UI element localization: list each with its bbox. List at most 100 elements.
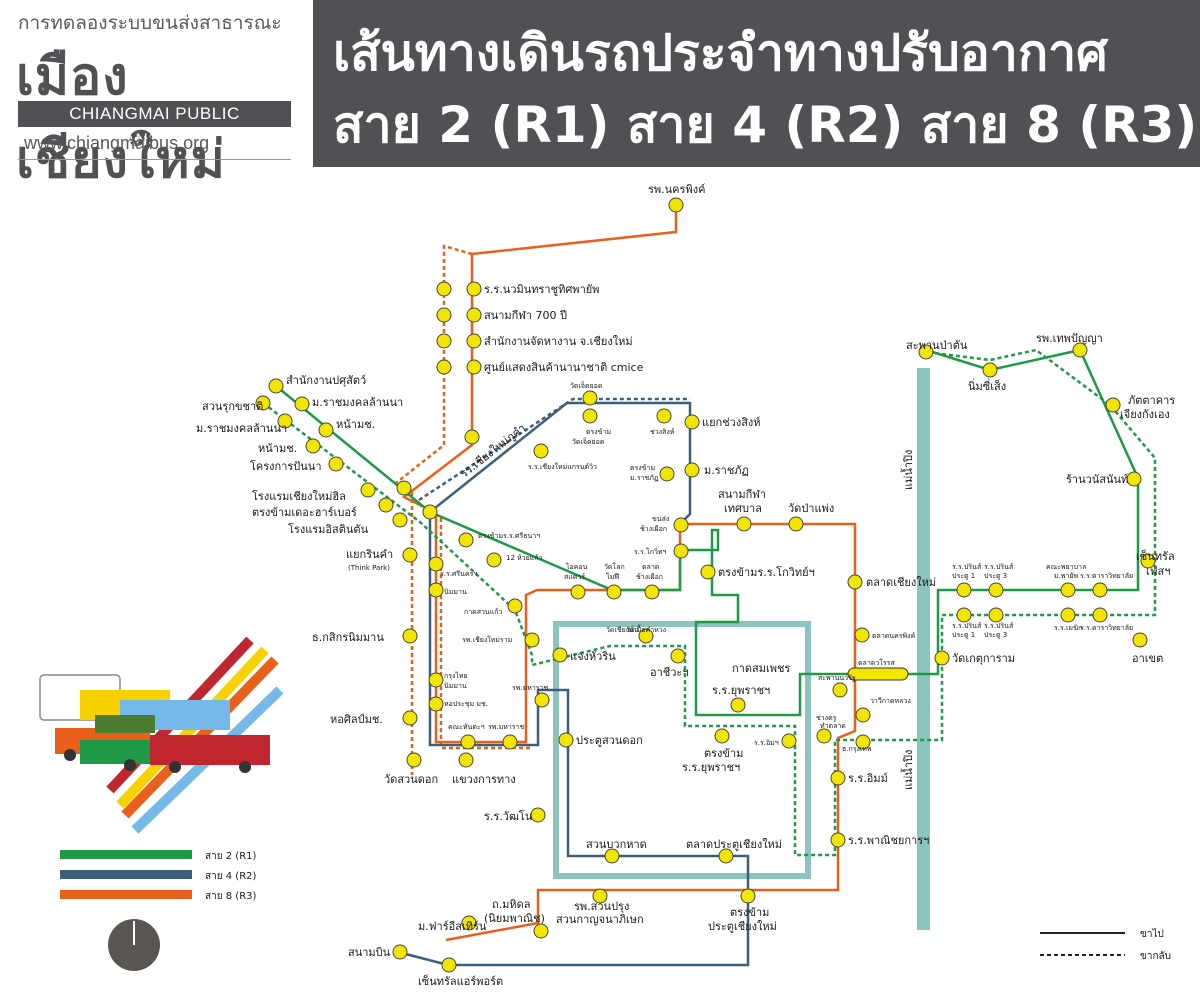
stop-wat-suan-dok[interactable] bbox=[406, 752, 422, 768]
stop-navaminda[interactable] bbox=[466, 281, 482, 297]
stop-commercial-school[interactable] bbox=[830, 832, 846, 848]
stop-harbour[interactable] bbox=[378, 497, 394, 513]
river-label-north: แม่น้ำปิง bbox=[900, 450, 915, 490]
stop-icon-square[interactable] bbox=[570, 584, 586, 600]
stop-kad-luang[interactable] bbox=[855, 707, 871, 723]
website-url[interactable]: www.chiangmaibus.org bbox=[24, 133, 210, 153]
stop-employment-office[interactable] bbox=[466, 333, 482, 349]
stop-theppanya[interactable] bbox=[1072, 342, 1088, 358]
stop-prince-1-return[interactable] bbox=[956, 607, 972, 623]
stop-mahidol-rd[interactable] bbox=[533, 923, 549, 939]
stop-wat-lok-molee[interactable] bbox=[606, 584, 622, 600]
stop-chiangmai-market[interactable] bbox=[847, 574, 863, 590]
stop-cm-gate-market[interactable] bbox=[718, 848, 734, 864]
stop-arcade[interactable] bbox=[1132, 632, 1148, 648]
stop-jaeng-hua-rin[interactable] bbox=[552, 647, 568, 663]
stop-central-airport[interactable] bbox=[441, 957, 457, 973]
stop-arboretum[interactable] bbox=[255, 395, 271, 411]
stop-employment-office-return[interactable] bbox=[436, 333, 452, 349]
stop-central-festival[interactable] bbox=[1140, 553, 1156, 569]
stop-livestock-office[interactable] bbox=[268, 378, 284, 394]
stop-airport[interactable] bbox=[392, 944, 408, 960]
stop-rmutl[interactable] bbox=[294, 396, 310, 412]
stop-suan-prung[interactable] bbox=[592, 888, 608, 904]
stop-bangkok-bank[interactable] bbox=[855, 734, 871, 750]
stop-chang-phueak-terminal[interactable] bbox=[673, 517, 689, 533]
stop-nimman[interactable] bbox=[428, 582, 444, 598]
stop-prince-3[interactable] bbox=[988, 582, 1004, 598]
stop-chiangmai-gate-opp[interactable] bbox=[740, 888, 756, 904]
stop-cmu-front-return[interactable] bbox=[305, 438, 321, 454]
stop-nakornping-hospital[interactable] bbox=[668, 197, 684, 213]
stop-wat-chiang-man[interactable] bbox=[638, 628, 654, 644]
stop-stadium-700-return[interactable] bbox=[436, 307, 452, 323]
stop-krungthai-nimman[interactable] bbox=[428, 672, 444, 688]
label-wat-lok-1: วัดโลก bbox=[604, 562, 625, 571]
stop-cmu-art-museum[interactable] bbox=[402, 710, 418, 726]
stop-pa-tan-bridge[interactable] bbox=[918, 344, 934, 360]
stop-highway-dept[interactable] bbox=[458, 752, 474, 768]
stop-maharaj-2[interactable] bbox=[534, 692, 550, 708]
stop-suan-buak-had[interactable] bbox=[604, 848, 620, 864]
stop-maharaj-1[interactable] bbox=[502, 734, 518, 750]
stop-cmu-hall[interactable] bbox=[428, 696, 444, 712]
stop-prince-1[interactable] bbox=[956, 582, 972, 598]
stop-punna[interactable] bbox=[328, 456, 344, 472]
stop-stadium-700[interactable] bbox=[466, 307, 482, 323]
stop-kowit-opp[interactable] bbox=[700, 564, 716, 580]
stop-si-thana[interactable] bbox=[458, 532, 474, 548]
stop-far-eastern[interactable] bbox=[461, 915, 477, 931]
stop-hub-2[interactable] bbox=[422, 504, 438, 520]
stop-rmutl-return[interactable] bbox=[277, 413, 293, 429]
stop-wat-ket[interactable] bbox=[934, 650, 950, 666]
stop-montfort-2[interactable] bbox=[830, 770, 846, 786]
stop-rincome[interactable] bbox=[402, 547, 418, 563]
stop-rajabhat[interactable] bbox=[684, 462, 700, 478]
label-thinkpark: (Think Park) bbox=[348, 564, 390, 572]
stop-kowit-school[interactable] bbox=[673, 543, 689, 559]
stop-mekhik[interactable] bbox=[1060, 607, 1076, 623]
stop-chang-phueak-market[interactable] bbox=[644, 584, 660, 600]
stop-wat-pa-paeng[interactable] bbox=[788, 516, 804, 532]
stop-phukham-school[interactable] bbox=[464, 429, 480, 445]
stop-suan-dok-gate[interactable] bbox=[558, 732, 574, 748]
stop-dentistry[interactable] bbox=[460, 734, 476, 750]
stop-rajabhat-opp[interactable] bbox=[659, 466, 675, 482]
label-arcade: อาเขต bbox=[1132, 652, 1163, 665]
stop-navaminda-return[interactable] bbox=[436, 281, 452, 297]
stop-huay-kaew-12[interactable] bbox=[486, 552, 502, 568]
stop-eastin-hotel[interactable] bbox=[392, 512, 408, 528]
stop-nakornping-market[interactable] bbox=[854, 627, 870, 643]
stop-prince-3-return[interactable] bbox=[988, 607, 1004, 623]
label-prince-3c: ร.ร.ปรินส์ bbox=[984, 622, 1014, 630]
stop-wat-jed-yod[interactable] bbox=[582, 390, 598, 406]
stop-dara[interactable] bbox=[1092, 582, 1108, 598]
stop-chuang-sing[interactable] bbox=[656, 408, 672, 424]
stop-cmice-return[interactable] bbox=[436, 359, 452, 375]
stop-municipal-stadium[interactable] bbox=[736, 516, 752, 532]
stop-cmice[interactable] bbox=[466, 359, 482, 375]
stop-dara-return[interactable] bbox=[1092, 607, 1108, 623]
stop-wat-puak-hong[interactable] bbox=[670, 648, 686, 664]
stop-wattano-school[interactable] bbox=[530, 807, 546, 823]
stop-wat-jed-yod-opp[interactable] bbox=[582, 408, 598, 424]
stop-cmu-front[interactable] bbox=[318, 422, 334, 438]
stop-wanassanan[interactable] bbox=[1126, 471, 1142, 487]
stop-grandview[interactable] bbox=[533, 443, 549, 459]
stop-yupparaj-opp[interactable] bbox=[714, 728, 730, 744]
stop-nim-see-seng[interactable] bbox=[982, 362, 998, 378]
stop-cm-hill-hotel[interactable] bbox=[360, 482, 376, 498]
stop-nawarat-bridge[interactable] bbox=[832, 682, 848, 698]
stop-yupparaj[interactable] bbox=[730, 697, 746, 713]
stop-chuang-sing-junction[interactable] bbox=[684, 414, 700, 430]
stop-jiang-kang-eng[interactable] bbox=[1105, 397, 1121, 413]
stop-payap-nursing[interactable] bbox=[1060, 582, 1076, 598]
stop-chang-kong[interactable] bbox=[816, 728, 832, 744]
stop-srinakorn-school[interactable] bbox=[428, 556, 444, 572]
stop-kasikorn-nimman[interactable] bbox=[402, 628, 418, 644]
stop-montfort[interactable] bbox=[781, 733, 797, 749]
stop-cm-ram[interactable] bbox=[524, 632, 540, 648]
stop-kad-suan-kaew[interactable] bbox=[507, 598, 523, 614]
stop-central-hub[interactable] bbox=[396, 480, 412, 496]
label-dara-return: ร.ร.ดาราวิทยาลัย bbox=[1080, 624, 1133, 632]
